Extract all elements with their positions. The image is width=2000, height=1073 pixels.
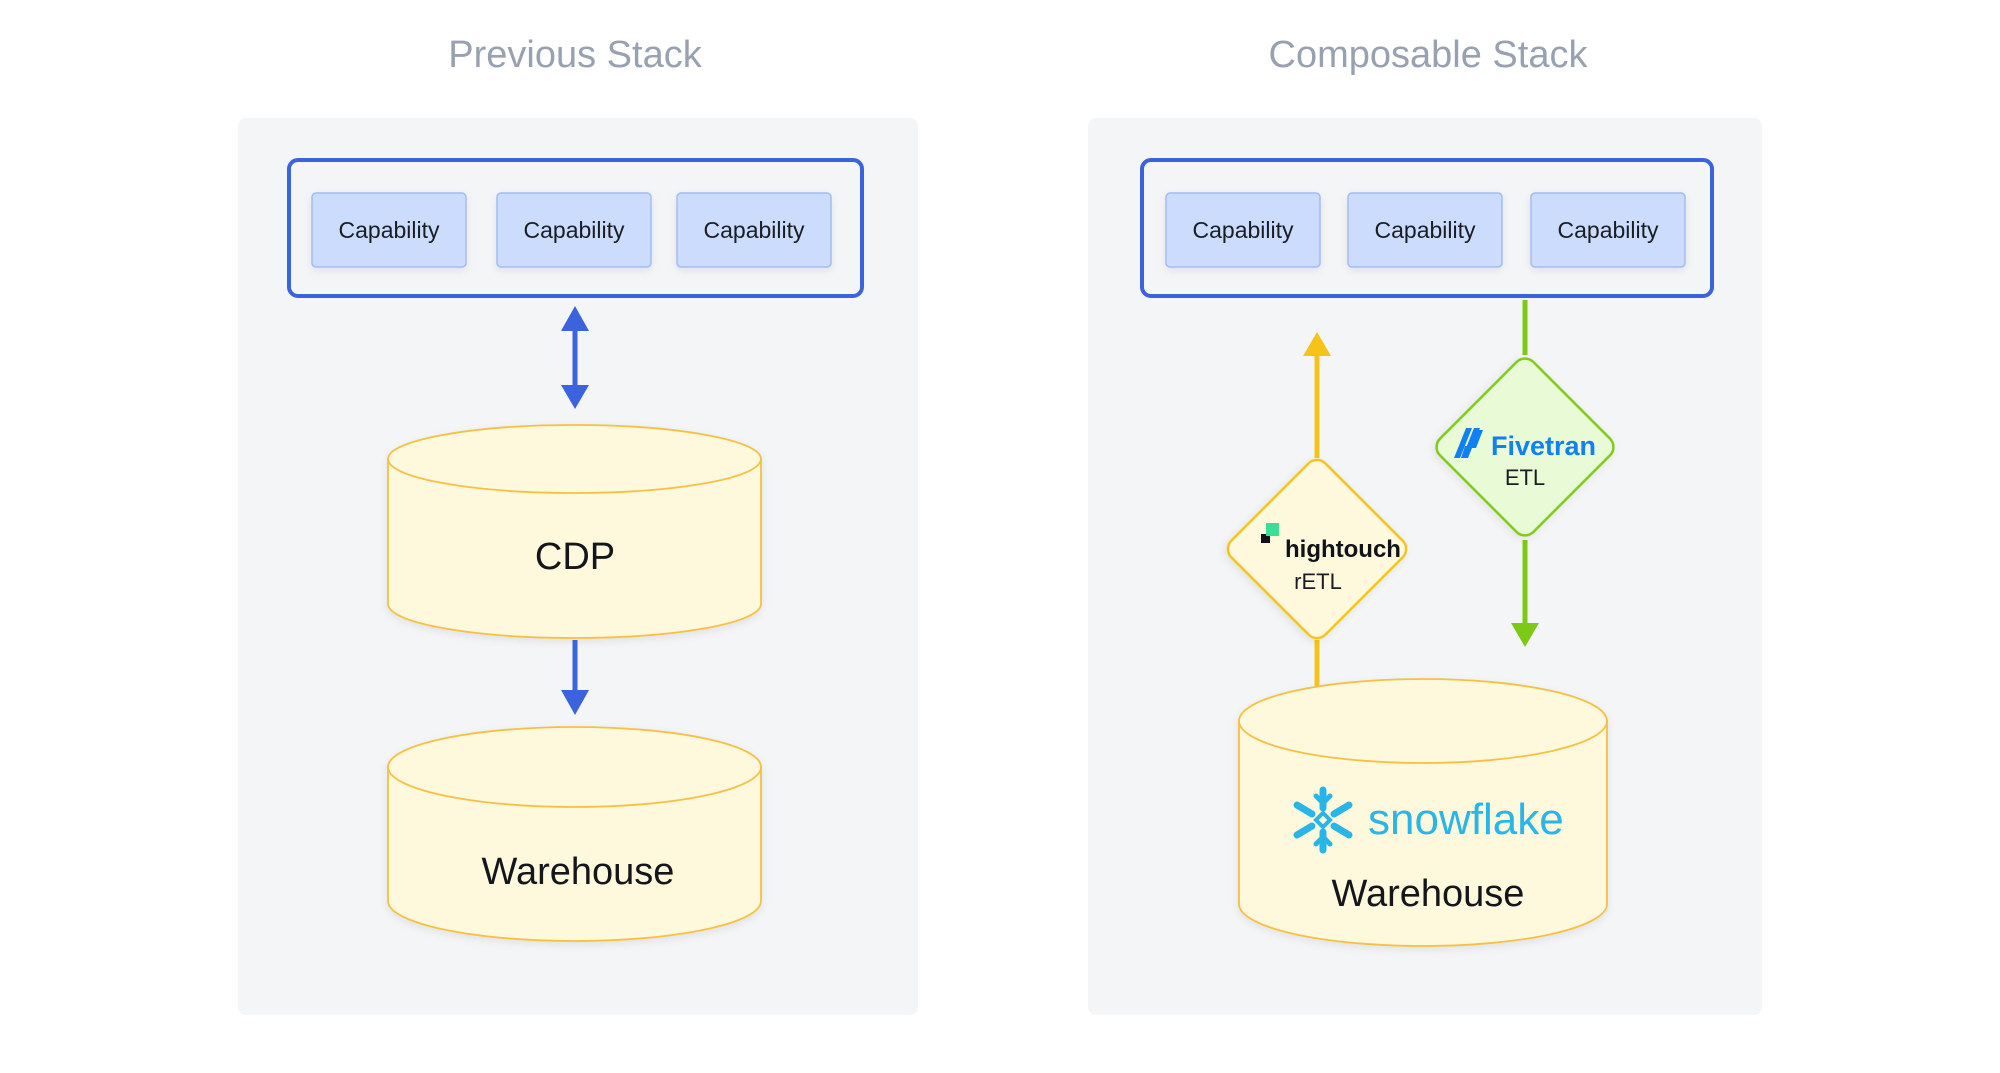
cdp-cylinder[interactable] xyxy=(387,424,762,639)
fivetran-label: ETL xyxy=(1505,465,1545,490)
previous-stack: Previous Stack Capability Capability Cap… xyxy=(238,34,918,1015)
snowflake-warehouse-cylinder[interactable] xyxy=(1238,678,1608,947)
capability-box[interactable]: Capability xyxy=(1347,192,1503,268)
bidirectional-arrow xyxy=(561,306,589,409)
down-arrow xyxy=(561,640,589,715)
hightouch-logo-icon xyxy=(1261,523,1279,543)
arrow-up-head xyxy=(561,306,589,331)
cdp-label: CDP xyxy=(535,536,615,578)
hightouch-brand: hightouch xyxy=(1285,536,1401,563)
arrow-down-head xyxy=(1511,623,1539,647)
capabilities-group: Capability Capability Capability xyxy=(287,158,864,298)
capability-box[interactable]: Capability xyxy=(311,192,467,268)
capability-box[interactable]: Capability xyxy=(1165,192,1321,268)
hightouch-node[interactable]: hightouch rETL xyxy=(1223,455,1411,643)
capability-box[interactable]: Capability xyxy=(496,192,652,268)
capability-label: Capability xyxy=(1193,217,1294,243)
capabilities-group: Capability Capability Capability xyxy=(1140,158,1714,298)
warehouse-label: Warehouse xyxy=(1332,873,1525,915)
fivetran-logo-icon xyxy=(1454,428,1483,458)
fivetran-node[interactable]: Fivetran ETL xyxy=(1432,354,1619,541)
previous-stack-title: Previous Stack xyxy=(448,34,702,76)
warehouse-cylinder[interactable] xyxy=(387,726,762,942)
capability-label: Capability xyxy=(524,217,625,243)
fivetran-brand: Fivetran xyxy=(1491,431,1596,461)
arrow-down-head xyxy=(561,385,589,409)
etl-arrow xyxy=(1511,300,1539,647)
capability-box[interactable]: Capability xyxy=(676,192,832,268)
snowflake-logo-icon xyxy=(1293,786,1353,854)
capability-box[interactable]: Capability xyxy=(1530,192,1686,268)
snowflake-brand: snowflake xyxy=(1368,795,1564,844)
arrow-down-head xyxy=(561,690,589,715)
composable-stack-title: Composable Stack xyxy=(1269,34,1589,76)
composable-stack: Composable Stack Capability Capability C… xyxy=(1088,34,1762,1015)
warehouse-label: Warehouse xyxy=(482,851,675,893)
hightouch-label: rETL xyxy=(1294,569,1342,594)
capability-label: Capability xyxy=(704,217,805,243)
arrow-up-head xyxy=(1303,332,1331,356)
capability-label: Capability xyxy=(339,217,440,243)
retl-arrow xyxy=(1303,332,1331,690)
capability-label: Capability xyxy=(1375,217,1476,243)
capability-label: Capability xyxy=(1558,217,1659,243)
